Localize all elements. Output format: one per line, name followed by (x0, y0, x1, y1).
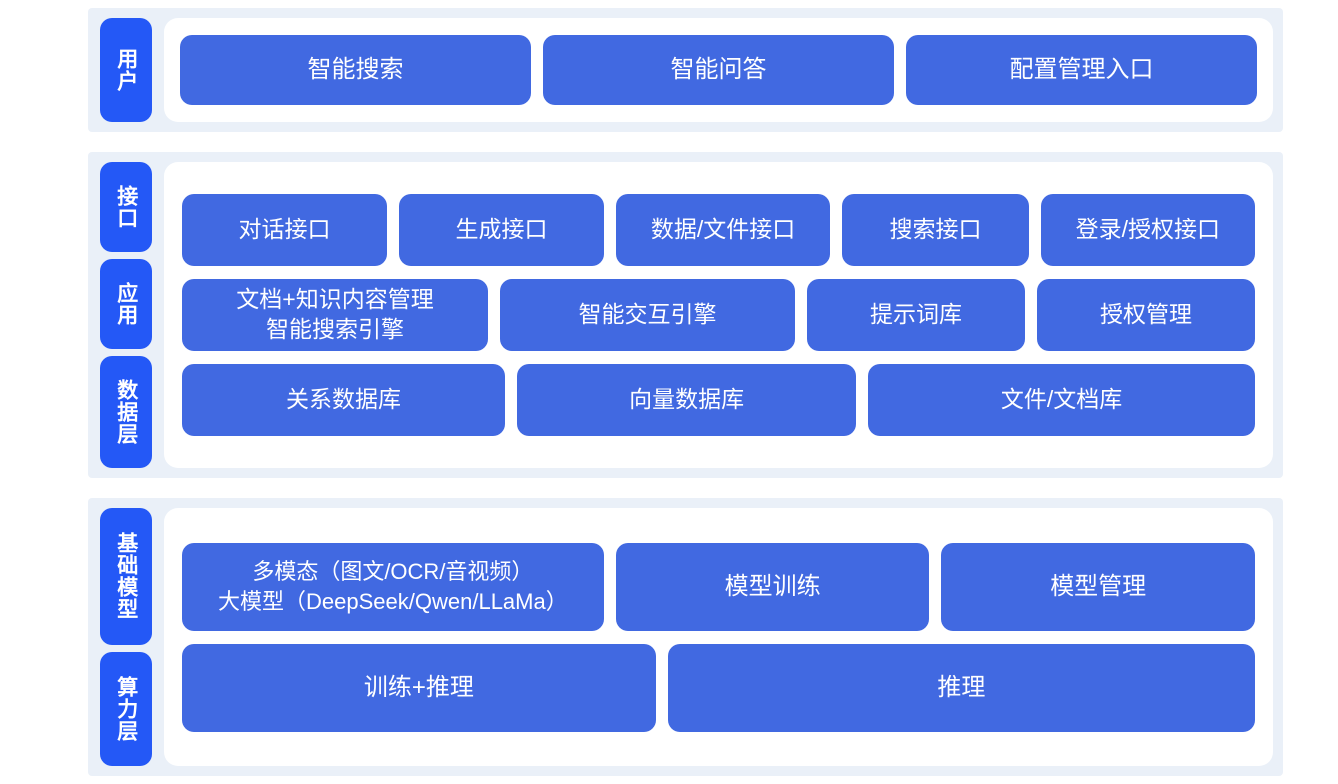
layer-tab-data[interactable]: 数据层 (100, 356, 152, 468)
card-config-management-entry[interactable]: 配置管理入口 (906, 35, 1257, 105)
card-data-file-api[interactable]: 数据/文件接口 (616, 194, 831, 266)
data-row: 关系数据库 向量数据库 文件/文档库 (182, 364, 1255, 436)
section-platform-tabs: 接口 应用 数据层 (100, 162, 152, 468)
card-model-management[interactable]: 模型管理 (941, 542, 1255, 631)
card-intelligent-search[interactable]: 智能搜索 (180, 35, 531, 105)
layer-tab-compute[interactable]: 算力层 (100, 651, 152, 766)
interface-row: 对话接口 生成接口 数据/文件接口 搜索接口 登录/授权接口 (182, 194, 1255, 266)
section-infrastructure-panel: 多模态（图文/OCR/音视频） 大模型（DeepSeek/Qwen/LLaMa）… (164, 508, 1273, 766)
layer-tab-interface[interactable]: 接口 (100, 162, 152, 252)
card-multimodal-large-model[interactable]: 多模态（图文/OCR/音视频） 大模型（DeepSeek/Qwen/LLaMa） (182, 542, 604, 631)
section-user-panel: 智能搜索 智能问答 配置管理入口 (164, 18, 1273, 122)
layer-tab-application[interactable]: 应用 (100, 259, 152, 349)
user-entries-row: 智能搜索 智能问答 配置管理入口 (180, 35, 1257, 105)
section-platform: 接口 应用 数据层 对话接口 生成接口 数据/文件接口 搜索接口 登录/授权接口… (88, 152, 1283, 478)
card-file-document-store[interactable]: 文件/文档库 (868, 364, 1255, 436)
card-search-api[interactable]: 搜索接口 (842, 194, 1029, 266)
section-user: 用户 智能搜索 智能问答 配置管理入口 (88, 8, 1283, 132)
card-intelligent-qa[interactable]: 智能问答 (543, 35, 894, 105)
application-row: 文档+知识内容管理 智能搜索引擎 智能交互引擎 提示词库 授权管理 (182, 279, 1255, 351)
card-relational-database[interactable]: 关系数据库 (182, 364, 506, 436)
compute-row: 训练+推理 推理 (182, 643, 1255, 732)
card-dialog-api[interactable]: 对话接口 (182, 194, 387, 266)
layer-tab-user[interactable]: 用户 (100, 18, 152, 122)
card-authorization-management[interactable]: 授权管理 (1037, 279, 1255, 351)
section-platform-panel: 对话接口 生成接口 数据/文件接口 搜索接口 登录/授权接口 文档+知识内容管理… (164, 162, 1273, 468)
card-document-knowledge-management[interactable]: 文档+知识内容管理 智能搜索引擎 (182, 279, 488, 351)
card-model-training[interactable]: 模型训练 (615, 542, 930, 631)
card-training-inference[interactable]: 训练+推理 (182, 643, 656, 732)
section-infrastructure-tabs: 基础模型 算力层 (100, 508, 152, 766)
layer-tab-foundation-model[interactable]: 基础模型 (100, 508, 152, 645)
card-inference[interactable]: 推理 (667, 643, 1255, 732)
card-prompt-library[interactable]: 提示词库 (807, 279, 1025, 351)
section-infrastructure: 基础模型 算力层 多模态（图文/OCR/音视频） 大模型（DeepSeek/Qw… (88, 498, 1283, 776)
card-login-auth-api[interactable]: 登录/授权接口 (1040, 194, 1255, 266)
card-interaction-engine[interactable]: 智能交互引擎 (500, 279, 795, 351)
card-generation-api[interactable]: 生成接口 (399, 194, 604, 266)
section-user-tabs: 用户 (100, 18, 152, 122)
card-vector-database[interactable]: 向量数据库 (517, 364, 857, 436)
foundation-model-row: 多模态（图文/OCR/音视频） 大模型（DeepSeek/Qwen/LLaMa）… (182, 542, 1255, 631)
